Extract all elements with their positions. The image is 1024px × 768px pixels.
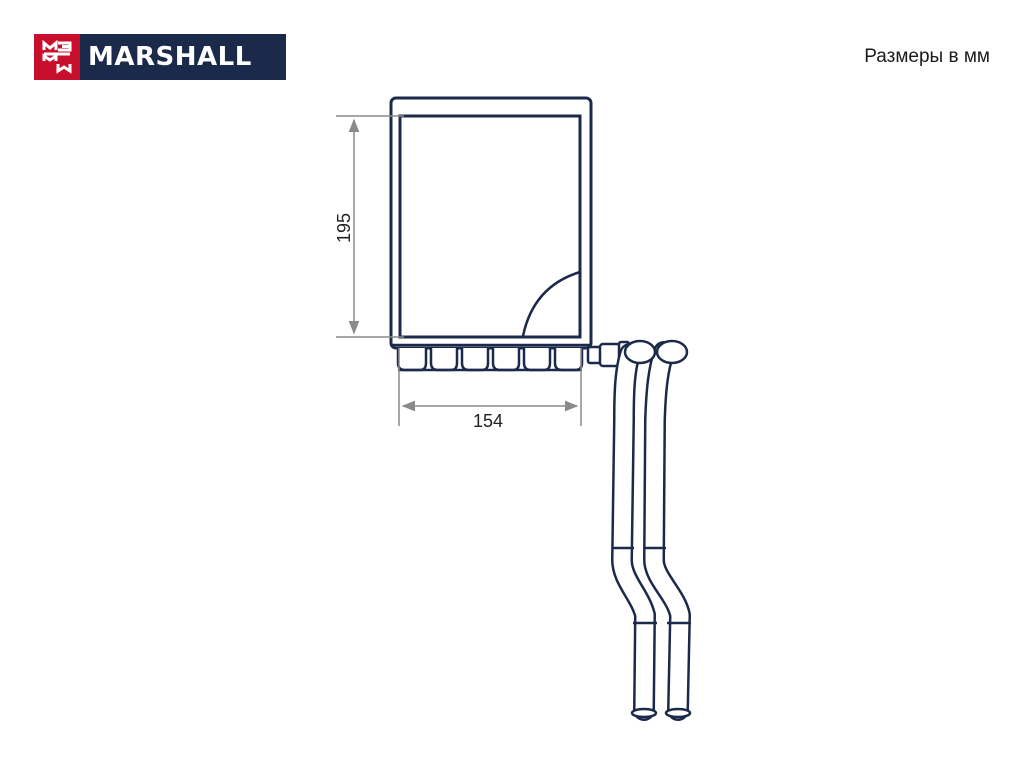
units-label: Размеры в мм (864, 46, 990, 67)
heater-core-tank (396, 348, 584, 372)
dimension-width (398, 348, 582, 426)
heater-core-body (389, 96, 593, 350)
heater-pipes (611, 341, 691, 721)
dimension-width-label: 154 (473, 411, 503, 431)
dimension-height-label: 195 (334, 213, 354, 243)
brand-logo: MARSHALL (34, 34, 286, 80)
dimension-height (336, 115, 404, 338)
brand-name: MARSHALL (80, 34, 286, 80)
pipe-bends (612, 339, 692, 719)
logo-mark-icon (34, 34, 80, 80)
